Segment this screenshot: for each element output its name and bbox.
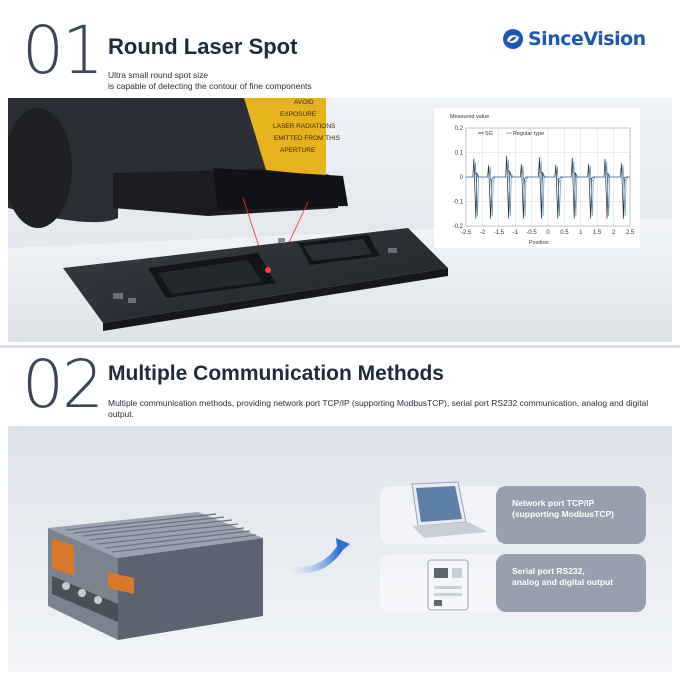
measurement-chart-svg: Measured value Position 0.20.10-0.1-0.2-… <box>450 114 635 246</box>
laser-sensor-illustration: AVOID EXPOSURE LASER RADIATIONS EMITTED … <box>8 98 672 342</box>
brand-name: SinceVision <box>528 28 646 50</box>
subtitle-line: Ultra small round spot size <box>108 70 209 80</box>
sincevision-logo-icon <box>503 29 523 49</box>
network-card-label-bg <box>496 486 646 544</box>
serial-port-label: Serial port RS232, analog and digital ou… <box>512 566 614 587</box>
series-point <box>524 180 526 182</box>
x-tick-label: -1.5 <box>494 230 505 236</box>
controller-unit <box>48 512 263 640</box>
warning-label-line: APERTURE <box>280 147 316 154</box>
section-subtitle: Multiple communication methods, providin… <box>108 398 649 419</box>
warning-label-line: AVOID <box>294 99 314 106</box>
series-point <box>476 176 479 178</box>
x-tick-label: -1 <box>513 230 519 236</box>
legend-label: SG <box>485 131 493 137</box>
communication-panel <box>8 426 672 672</box>
y-tick-label: 0.2 <box>455 126 464 132</box>
section-subtitle: Ultra small round spot size is capable o… <box>108 70 312 92</box>
series-point <box>542 174 544 177</box>
series-point <box>558 180 561 183</box>
chart-xlabel: Position <box>529 240 549 246</box>
io-module-icon <box>427 559 469 611</box>
series-point <box>624 179 626 181</box>
chart-ylabel: Measured value <box>450 114 489 120</box>
y-tick-label: -0.1 <box>453 200 464 206</box>
section-number: 01 <box>22 12 104 89</box>
series-line <box>466 159 630 217</box>
brand-logo: SinceVision <box>502 28 646 50</box>
section-divider <box>0 345 680 348</box>
x-tick-label: 2.5 <box>626 230 635 236</box>
warning-label-line: EMITTED FROM THIS <box>274 135 341 142</box>
network-port-label: Network port TCP/IP (supporting ModbusTC… <box>512 498 614 519</box>
x-tick-label: 0.5 <box>560 230 569 236</box>
communication-illustration <box>48 481 646 640</box>
series-point <box>491 181 493 183</box>
series-point <box>575 175 577 177</box>
x-tick-label: 0 <box>546 230 550 236</box>
laptop-icon <box>411 481 488 538</box>
y-tick-label: -0.2 <box>453 224 464 230</box>
serial-card-label-bg <box>496 554 646 612</box>
x-tick-label: 1.5 <box>593 230 602 236</box>
x-tick-label: 1 <box>579 230 583 236</box>
warning-label-line: EXPOSURE <box>280 111 317 118</box>
section-title: Multiple Communication Methods <box>108 362 444 385</box>
y-tick-label: 0 <box>460 175 464 181</box>
legend-label: Regular type <box>513 131 544 137</box>
section-round-laser-spot: 01 Round Laser Spot Ultra small round sp… <box>8 12 672 342</box>
series-point <box>591 179 593 182</box>
warning-label-line: LASER RADIATIONS <box>273 123 336 130</box>
flow-arrow-icon <box>276 544 344 574</box>
subtitle-line: is capable of detecting the contour of f… <box>108 81 312 91</box>
section-number: 02 <box>22 346 104 423</box>
x-tick-label: -0.5 <box>526 230 537 236</box>
section-title: Round Laser Spot <box>108 34 298 59</box>
series-point <box>608 175 610 178</box>
x-tick-label: 2 <box>612 230 616 236</box>
y-tick-label: 0.1 <box>455 151 464 157</box>
series-point <box>509 173 511 176</box>
x-tick-label: -2 <box>480 230 486 236</box>
x-tick-label: -2.5 <box>461 230 472 236</box>
